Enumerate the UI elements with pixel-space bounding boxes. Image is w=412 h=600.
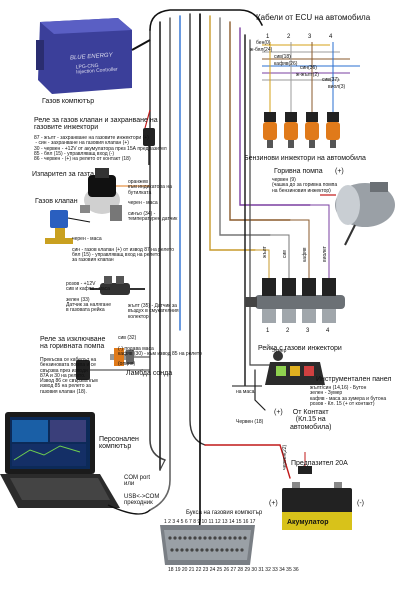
rail-pin-1: 1 [266, 328, 270, 334]
connector-bottom-pins: 18 19 20 21 22 23 24 25 26 27 28 29 30 3… [168, 567, 299, 573]
panel-ground-label: на маса [236, 389, 255, 395]
usb-com-label: USB<->COM преходник [124, 494, 160, 507]
gas-valve-title: Газов клапан [35, 198, 78, 205]
gas-computer-title: Газов компютър [42, 98, 95, 105]
lambda-wires: сив (32) (-) подава маса кафяв (30) - къ… [118, 335, 202, 368]
wire-top-loop [149, 9, 263, 31]
wire-rail-brown [229, 21, 291, 221]
inj-wire-7: виол(3) [328, 84, 346, 90]
ecu-pin-2: 2 [287, 34, 291, 40]
wire-panel-2 [249, 39, 271, 366]
rail-wire-0: жълт [262, 246, 268, 258]
ecu-pin-3: 3 [308, 34, 312, 40]
panel-notes: жълт/син (14,16) - Бутон зелен - Зумер к… [310, 385, 387, 407]
instrument-panel-device [232, 351, 325, 387]
fuel-pump [320, 182, 395, 246]
wire-main-3 [149, 17, 171, 511]
gas-valve-device [45, 210, 91, 244]
rail-pin-2: 2 [286, 328, 290, 334]
com-port-label: COM port или [124, 475, 151, 488]
relay-title: Реле за газов клапан и захранване на газ… [34, 117, 158, 132]
wire-contact [254, 369, 266, 411]
gas-gauge-title: Изпарител за газта [32, 171, 95, 178]
vaporizer-device [80, 168, 150, 221]
wire-rail-yellow [209, 15, 256, 251]
laptop-device [0, 412, 151, 515]
wire-main-1 [149, 29, 166, 461]
ecu-pin-1: 1 [266, 34, 270, 40]
petrol-injectors-title: Бензинови инжектори на автомобила [244, 155, 366, 162]
buzzer-label: Зумер [272, 348, 287, 354]
inj-wire-5: ж-жълт(2) [296, 72, 319, 78]
pressure-notes: розов - +12V сив и кафяв - маса зелен (3… [66, 281, 111, 314]
relay-device [143, 109, 155, 165]
inj-wire-2: сив(18) [274, 54, 291, 60]
rail-pin-4: 4 [326, 328, 330, 334]
rail-title: Рейка с газови инжектори [258, 345, 342, 352]
inj-wire-1: ж-бял(24) [250, 47, 273, 53]
fuse-title: Предпазител 20А [291, 460, 348, 467]
gas-rail [245, 204, 345, 323]
inj-wire-3: кафяв(26) [274, 61, 298, 67]
connector-top-pins: 1 2 3 4 5 6 7 8 9 10 11 12 13 14 15 16 1… [164, 519, 256, 525]
battery-minus: (-) [357, 500, 364, 507]
relay-notes: 87 - жълт - захранване на газовите инжек… [34, 135, 167, 162]
battery-label: Акумулатор [287, 519, 329, 526]
computer-connector [160, 525, 255, 565]
battery-plus: (+) [269, 500, 278, 507]
fuel-pump-title: Горивна помпа [274, 168, 323, 175]
rail-wire-2: кафяв [302, 247, 308, 263]
inj-wire-0: бен(0) [256, 40, 271, 46]
inj-wire-4: син(36) [300, 65, 317, 71]
battery-device [282, 452, 352, 530]
petrol-injectors [263, 112, 340, 148]
contact-plus: (+) [274, 409, 283, 416]
wire-rail-gray [219, 17, 271, 236]
temp-note: жълт (35) - Датчик за въздух в смукателн… [128, 303, 179, 320]
ecu-cables-title: Кабели от ECU на автомобила [256, 13, 371, 22]
gas-computer-box [36, 18, 151, 94]
gas-valve-wires: черен - маса син - газов клапан (+) от и… [72, 236, 175, 263]
rail-wire-1: сив [282, 250, 288, 258]
battery-wire-label: червен(22) [282, 444, 288, 470]
lambda-sensor-device [110, 348, 150, 366]
pump-relay-title: Реле за изключване на горивната помпа [40, 336, 106, 351]
pump-relay-notes: Прекъсва се кабелът на бензиновата помпа… [40, 357, 98, 395]
inj-wire-6: сив(37) [322, 77, 339, 83]
contact-title: От Контакт (Кл.15 на автомобила) [290, 409, 332, 431]
pump-relay-device [76, 360, 150, 380]
wire-battery-red [204, 444, 291, 479]
lambda-title: Ламбда сонда [126, 370, 173, 377]
fuel-pump-plus: (+) [335, 168, 344, 175]
panel-title: Инструментален панел [316, 376, 392, 383]
wire-main-4 [189, 13, 206, 446]
contact-wire-label: Червен (18) [236, 419, 264, 425]
rail-wire-3: виолет [322, 246, 328, 262]
gauge-notes: оранжев към индикатора на бутилката чере… [128, 179, 178, 222]
connector-title: Букса на газовия компютър [186, 510, 263, 516]
ecu-pin-4: 4 [329, 34, 333, 40]
pc-title: Персонален компютър [99, 436, 139, 451]
pump-note: червен (9) (чашка до за горивна помпа на… [272, 177, 338, 194]
pressure-sensor-device [90, 276, 145, 295]
wire-rail-violet [239, 27, 311, 206]
rail-pin-3: 3 [306, 328, 310, 334]
